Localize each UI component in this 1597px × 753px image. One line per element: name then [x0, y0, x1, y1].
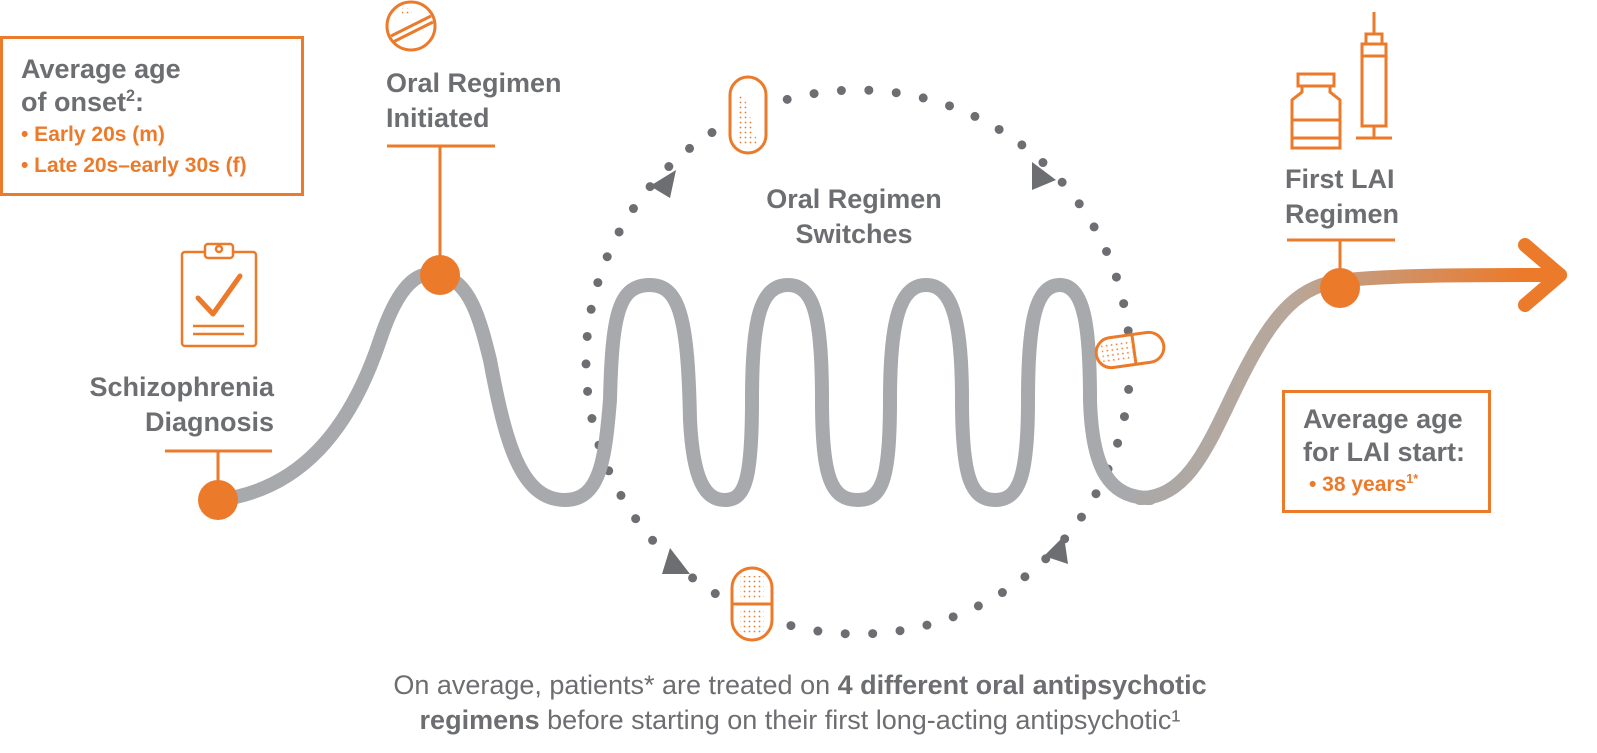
syringe-icon — [1356, 12, 1392, 140]
onset-age-box: Average age of onset2: • Early 20s (m) •… — [0, 36, 304, 196]
lai-dot — [1320, 268, 1360, 308]
oral-switches-label: Oral Regimen Switches — [766, 184, 942, 249]
initiated-dot — [420, 255, 460, 295]
capsule-icon — [1094, 330, 1166, 370]
first-lai-label: First LAI Regimen — [1285, 164, 1400, 229]
onset-item: • Early 20s (m) — [21, 123, 165, 146]
diagnosis-label: Schizophrenia Diagnosis — [89, 372, 274, 437]
capsule-icon — [730, 566, 774, 642]
capsule-icon — [728, 75, 768, 155]
cycle-arrow-icon — [650, 170, 676, 198]
arrow-right-icon — [1518, 238, 1567, 312]
journey-path — [211, 266, 1157, 507]
oral-initiated-label: Oral Regimen Initiated — [386, 68, 562, 133]
lai-box-item: • 38 years1* — [1309, 472, 1419, 496]
tablet-icon — [385, 0, 437, 52]
lai-age-box: Average age for LAI start: • 38 years1* — [1282, 390, 1491, 513]
vial-icon — [1290, 72, 1342, 150]
diagnosis-dot — [198, 480, 238, 520]
cycle-arrow-icon — [1044, 536, 1068, 564]
journey-path-tail — [1133, 268, 1567, 505]
clipboard-check-icon — [180, 242, 258, 348]
onset-title: Average age of onset2: — [21, 54, 181, 117]
onset-item: • Late 20s–early 30s (f) — [21, 154, 247, 177]
cycle-arrow-icon — [1032, 162, 1056, 190]
lai-box-title: Average age for LAI start: — [1303, 404, 1465, 467]
cycle-arrow-icon — [662, 548, 690, 574]
summary-caption: On average, patients* are treated on 4 d… — [393, 670, 1207, 735]
